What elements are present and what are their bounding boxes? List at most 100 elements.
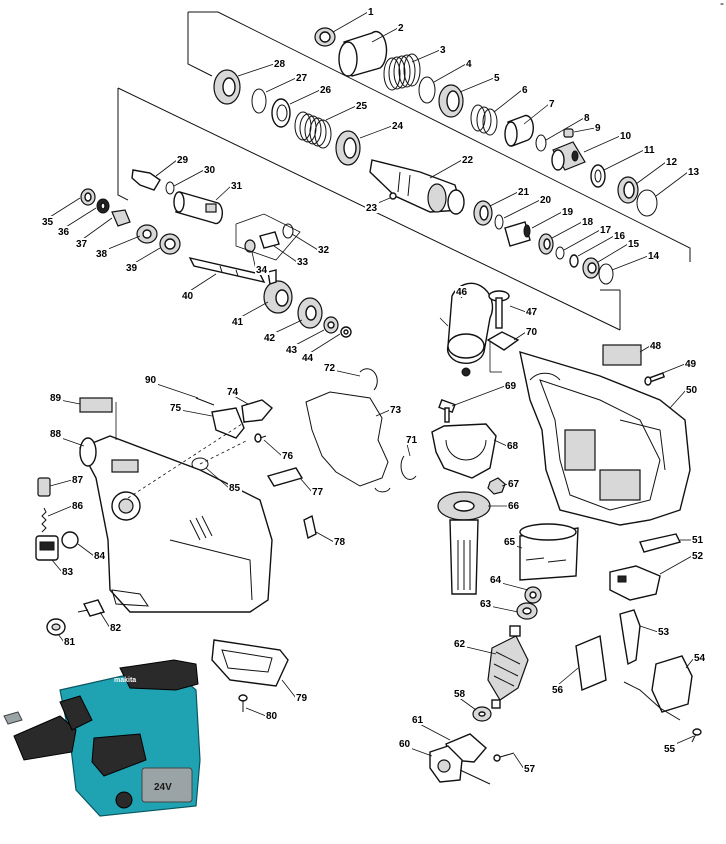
callout-bg-56 — [551, 684, 565, 695]
leader-line-78 — [315, 531, 335, 543]
callout-bg-15 — [627, 238, 641, 249]
part-87-drawing — [37, 477, 51, 497]
part-callout-26: 26 — [320, 85, 332, 96]
callout-bg-34 — [255, 264, 269, 275]
part-callout-35: 35 — [42, 217, 54, 228]
part-79-drawing — [211, 639, 289, 687]
part-35-drawing — [80, 188, 96, 206]
leader-line-70 — [513, 331, 527, 341]
part-callout-2: 2 — [398, 23, 404, 34]
callout-bg-80 — [265, 710, 279, 721]
callout-bg-24 — [391, 120, 405, 131]
leader-line-20 — [503, 199, 541, 219]
part-callout-37: 37 — [76, 239, 88, 250]
callout-bg-18 — [581, 216, 595, 227]
part-77-drawing — [266, 467, 304, 487]
part-callout-48: 48 — [650, 341, 662, 352]
leader-line-28 — [237, 63, 275, 77]
part-callout-88: 88 — [50, 429, 62, 440]
part-49-drawing — [644, 372, 666, 386]
leader-line-32 — [291, 233, 319, 251]
part-callout-20: 20 — [540, 195, 552, 206]
leader-line-68 — [493, 439, 508, 447]
part-callout-23: 23 — [366, 203, 378, 214]
leader-line-7 — [523, 103, 550, 125]
part-78-drawing — [303, 514, 317, 540]
callout-bg-33 — [296, 256, 310, 267]
callout-bg-49 — [684, 358, 698, 369]
part-55-drawing — [691, 728, 702, 743]
callout-bg-79 — [295, 692, 309, 703]
leader-line-4 — [433, 63, 467, 83]
part-callout-50: 50 — [686, 385, 698, 396]
part-callout-79: 79 — [296, 693, 308, 704]
part-12-drawing — [617, 176, 639, 204]
part-callout-78: 78 — [334, 537, 346, 548]
part-62-armature-drawing — [487, 625, 529, 709]
part-11-drawing — [590, 164, 606, 188]
part-callout-56: 56 — [552, 685, 564, 696]
leader-line-86 — [47, 505, 73, 517]
part-54-drawing — [623, 655, 693, 721]
leader-line-2 — [371, 27, 399, 43]
part-27-drawing — [251, 88, 267, 114]
leader-line-5 — [459, 77, 495, 93]
callout-bg-37 — [75, 238, 89, 249]
part-callout-61: 61 — [412, 715, 424, 726]
part-callout-75: 75 — [170, 403, 182, 414]
part-callout-70: 70 — [526, 327, 538, 338]
part-callout-10: 10 — [620, 131, 632, 142]
part-28-drawing — [213, 69, 241, 105]
part-callout-1: 1 — [368, 7, 374, 18]
part-23-drawing — [389, 192, 397, 200]
part-86-drawing — [41, 507, 47, 533]
part-callout-52: 52 — [692, 551, 704, 562]
callout-bg-65 — [503, 536, 517, 547]
part-41-drawing — [263, 269, 293, 314]
part-callout-85: 85 — [229, 483, 241, 494]
leader-line-69 — [451, 385, 506, 407]
part-1-drawing — [314, 27, 336, 47]
callout-bg-6 — [521, 84, 529, 95]
part-81-drawing — [46, 618, 66, 636]
callout-bg-50 — [685, 384, 699, 395]
part-callout-63: 63 — [480, 599, 492, 610]
part-callout-46: 46 — [456, 287, 468, 298]
callout-bg-70 — [525, 326, 539, 337]
part-89-drawing — [79, 397, 113, 413]
part-84-drawing — [61, 531, 79, 549]
part-callout-12: 12 — [666, 157, 678, 168]
leader-line-80 — [245, 707, 267, 717]
part-callout-67: 67 — [508, 479, 520, 490]
part-callout-27: 27 — [296, 73, 308, 84]
part-19-drawing — [504, 221, 531, 247]
part-callout-29: 29 — [177, 155, 189, 166]
part-20-drawing — [494, 214, 504, 230]
part-73-gasket-drawing — [305, 391, 391, 493]
leader-line-53 — [639, 625, 659, 633]
leader-line-22 — [429, 159, 463, 179]
leader-line-24 — [359, 125, 393, 139]
callout-bg-76 — [281, 450, 295, 461]
part-callout-28: 28 — [274, 59, 286, 70]
callout-bg-25 — [355, 100, 369, 111]
part-33-34-bracket — [235, 213, 301, 261]
part-82-drawing — [77, 599, 106, 617]
part-37-drawing — [111, 209, 131, 227]
leader-line-1 — [332, 11, 369, 33]
part-51-drawing — [639, 533, 682, 553]
part-60-drawing — [429, 745, 491, 785]
callout-bg-69 — [504, 380, 518, 391]
callout-bg-63 — [479, 598, 493, 609]
part-callout-68: 68 — [507, 441, 519, 452]
part-callout-21: 21 — [518, 187, 530, 198]
leader-line-14 — [611, 255, 649, 271]
callout-bg-36 — [57, 226, 71, 237]
part-callout-58: 58 — [454, 689, 466, 700]
callout-bg-2 — [397, 22, 405, 33]
leader-line-83 — [51, 559, 63, 573]
part-callout-54: 54 — [694, 653, 706, 664]
callout-bg-75 — [169, 402, 183, 413]
part-40-drawing — [188, 256, 266, 284]
